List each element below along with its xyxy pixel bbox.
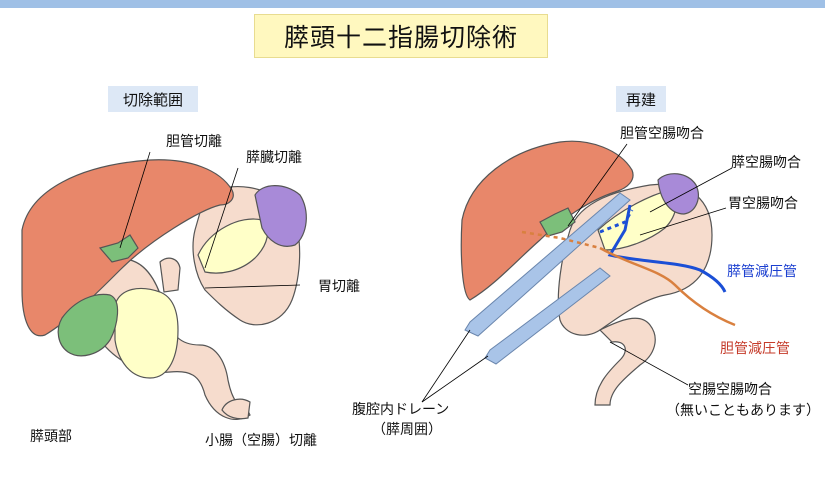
page-title: 膵頭十二指腸切除術: [254, 14, 548, 58]
label-pancreaticojejunostomy: 膵空腸吻合: [731, 155, 801, 171]
top-accent-bar: [0, 0, 825, 8]
label-jejunojejunostomy-note: （無いこともあります）: [666, 403, 820, 419]
left-spleen: [254, 185, 307, 247]
label-jejunojejunostomy: 空腸空腸吻合: [688, 382, 772, 398]
label-pancreatic-stent: 膵管減圧管: [727, 263, 797, 280]
left-jejunum: [221, 398, 251, 420]
right-drain-upper: [464, 192, 631, 337]
left-diagram: [21, 151, 307, 420]
left-gallbladder: [57, 293, 119, 357]
label-pancreas-cut: 膵臓切離: [246, 149, 302, 166]
resection-range-heading: 切除範囲: [108, 86, 198, 112]
label-hepaticojejunostomy: 胆管空腸吻合: [620, 126, 704, 142]
label-biliary-stent: 胆管減圧管: [720, 340, 790, 357]
left-bile-duct: [98, 234, 139, 263]
right-drain-lower: [484, 267, 611, 365]
right-jejunum-limb: [594, 317, 656, 406]
label-stomach-cut: 胃切離: [318, 278, 360, 295]
label-drain: 腹腔内ドレーン: [352, 401, 449, 418]
reconstruction-heading: 再建: [616, 86, 666, 112]
label-pancreatic-head: 膵頭部: [30, 429, 72, 445]
right-biliary-stent-dotted: [521, 230, 601, 250]
label-bile-duct-cut: 胆管切離: [166, 133, 222, 150]
label-gastrojejunostomy: 胃空腸吻合: [728, 196, 798, 212]
left-portal-vessel: [159, 257, 181, 293]
right-diagram: [421, 140, 736, 406]
right-biliary-stent: [599, 246, 736, 327]
label-drain-note: （膵周囲）: [372, 422, 442, 438]
right-spleen: [657, 173, 699, 215]
label-jejunum-cut: 小腸（空腸）切離: [205, 432, 317, 449]
right-pancreatic-stent-dotted: [599, 209, 634, 234]
left-pancreas: [114, 287, 179, 379]
